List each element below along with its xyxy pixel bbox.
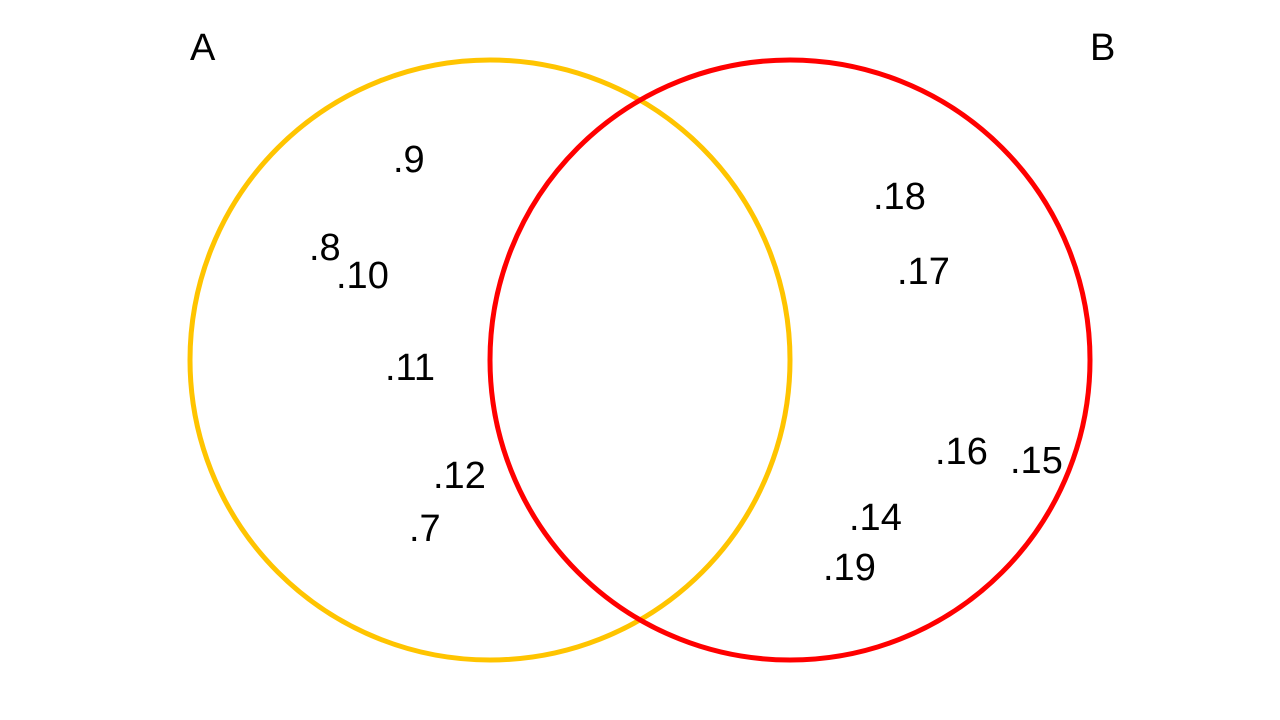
set-b-element: .16 xyxy=(935,431,988,473)
set-b-element: .14 xyxy=(849,497,902,539)
set-a-element: .9 xyxy=(393,139,425,181)
set-b-element: .15 xyxy=(1010,440,1063,482)
set-a-label: A xyxy=(190,27,216,69)
set-b-element: .19 xyxy=(823,547,876,589)
set-a-element: .7 xyxy=(409,508,441,550)
set-a-circle xyxy=(187,57,793,663)
set-a-element: .8 xyxy=(309,227,341,269)
set-b-element: .17 xyxy=(897,251,950,293)
set-a-element: .12 xyxy=(433,455,486,497)
set-b-circle xyxy=(487,57,1093,663)
set-b-element: .18 xyxy=(873,176,926,218)
set-b-label: B xyxy=(1090,27,1115,69)
set-a-element: .11 xyxy=(385,347,435,389)
set-a-element: .10 xyxy=(336,255,389,297)
